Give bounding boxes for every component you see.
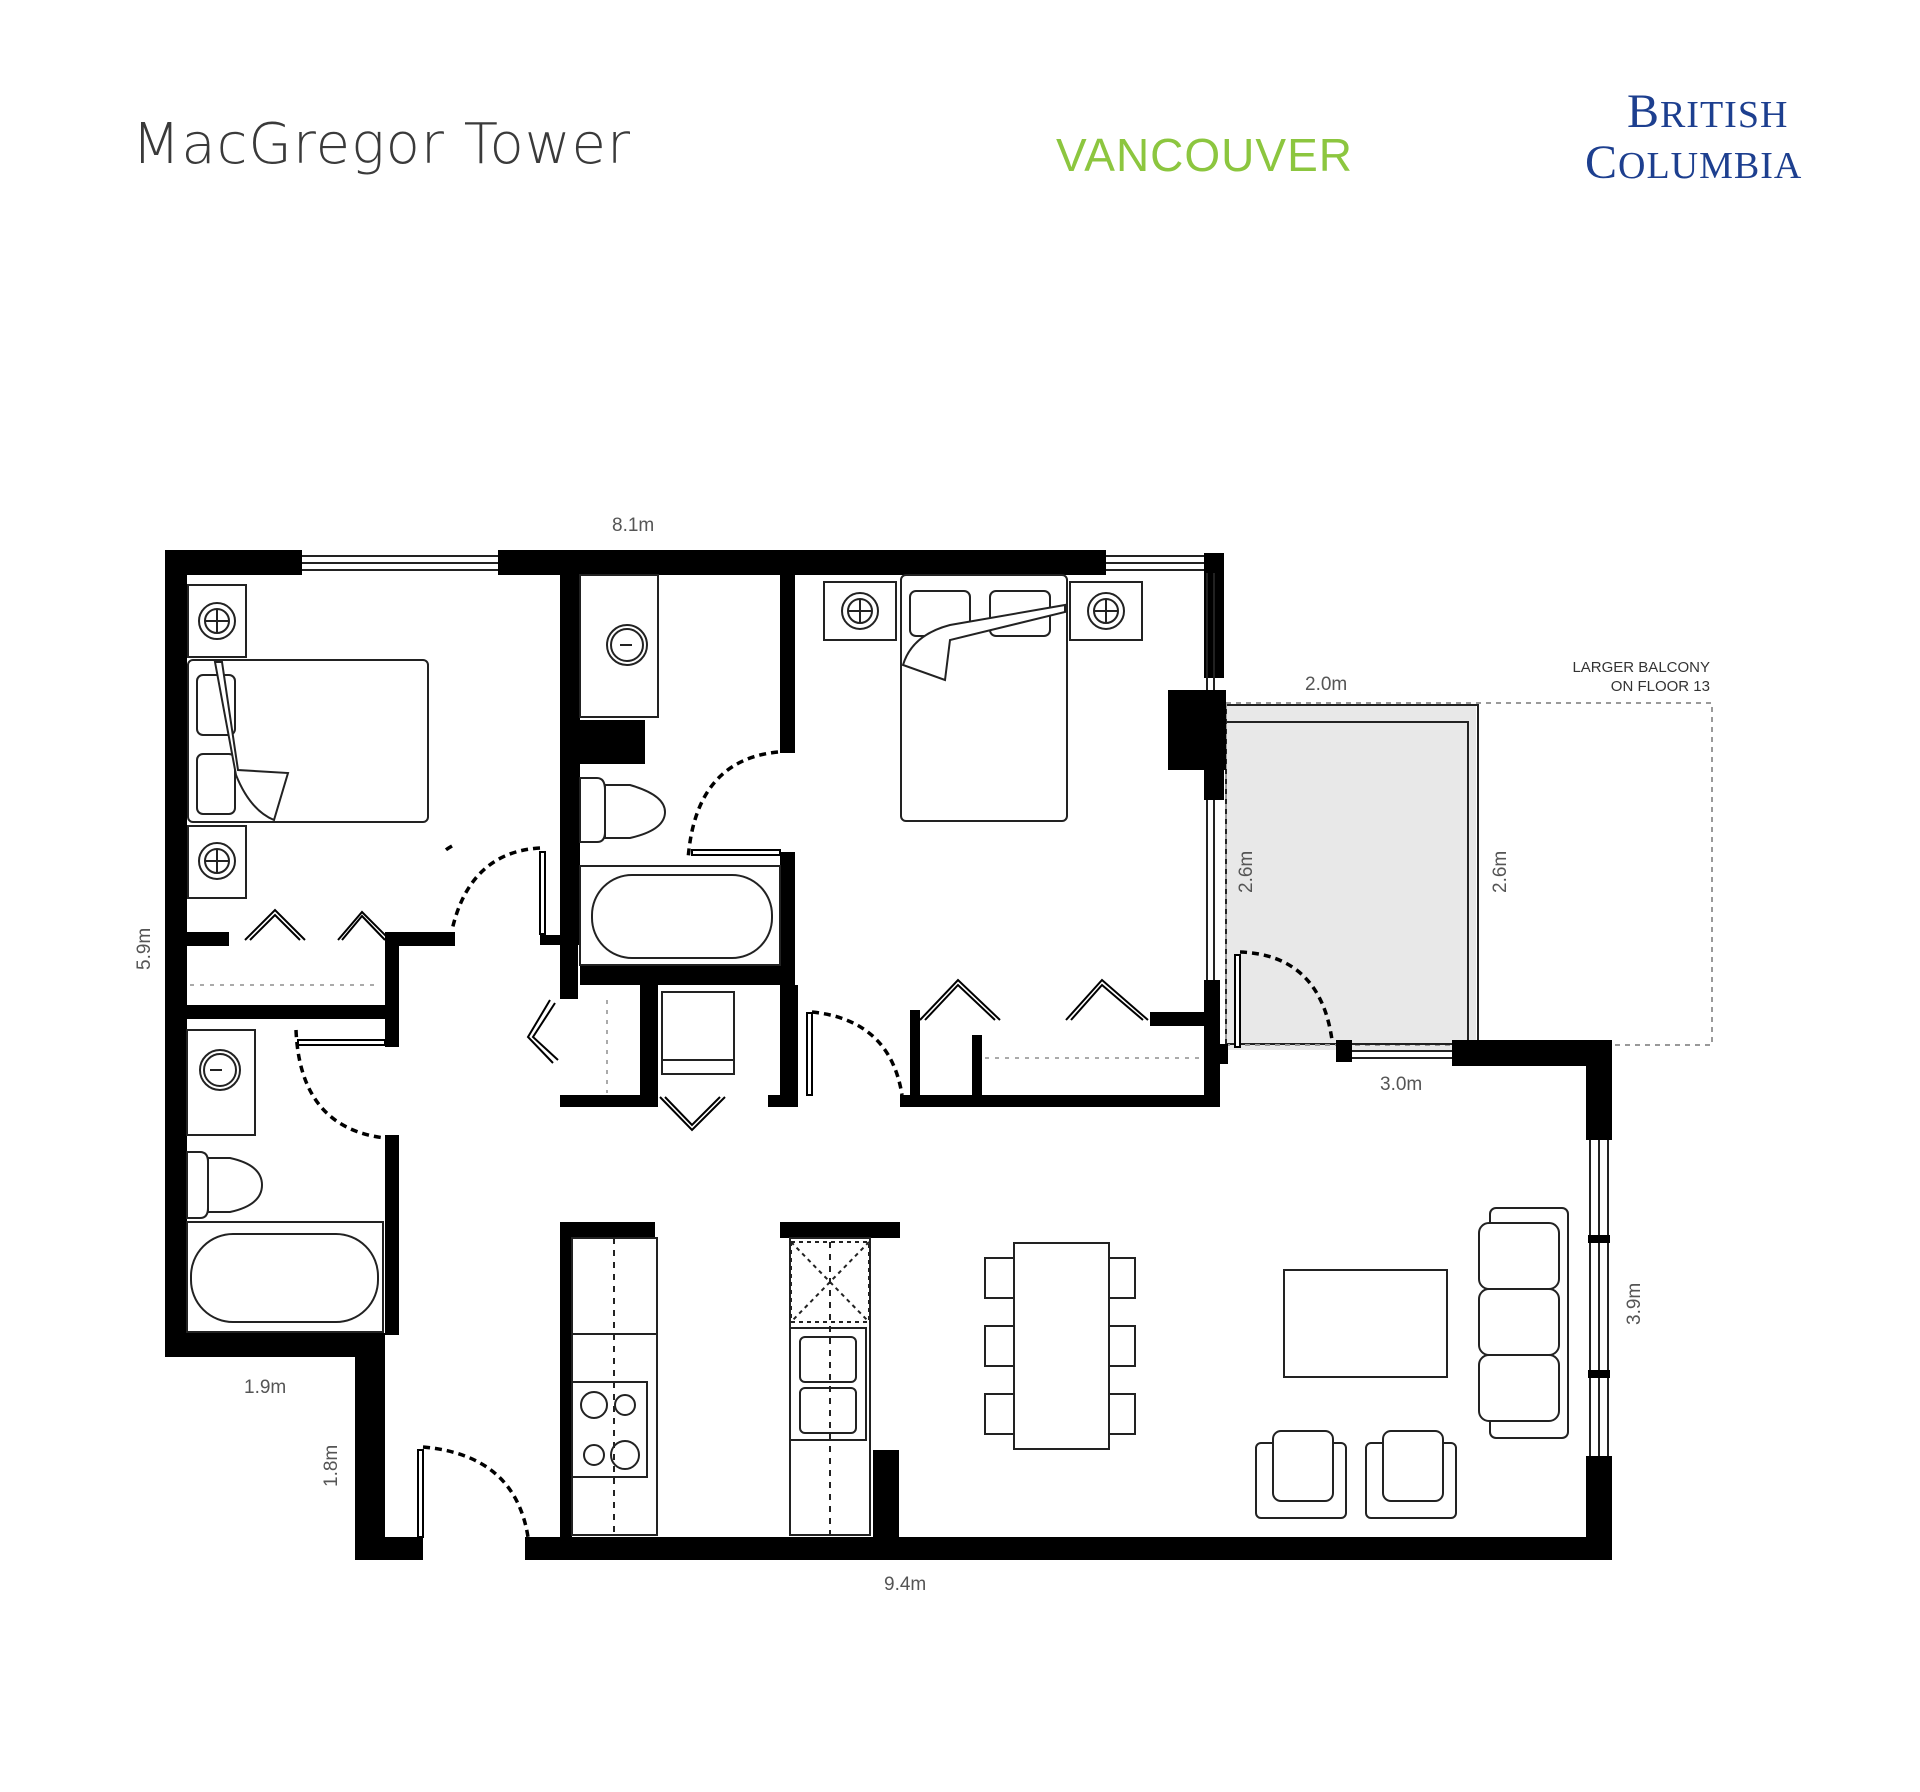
balcony [1225, 702, 1713, 1050]
dimension-left-height: 5.9m [134, 928, 155, 970]
logo-line-2: COLUMBIA [1585, 136, 1803, 189]
counter-edges [613, 1238, 831, 1535]
balcony-note-line-2: ON FLOOR 13 [1611, 678, 1710, 695]
bedroom-2-furniture [187, 584, 429, 899]
dining-set [984, 1242, 1136, 1450]
balcony-note-line-1: LARGER BALCONY [1572, 659, 1710, 676]
british-columbia-logo: BRITISH COLUMBIA [1585, 88, 1802, 190]
windows [302, 555, 1609, 1456]
walls [165, 550, 1612, 1560]
dimension-entry-height: 1.8m [321, 1445, 342, 1487]
building-name: MacGregor Tower [132, 112, 631, 177]
dimension-balcony-width: 2.0m [1305, 674, 1347, 695]
ensuite-fixtures [579, 574, 781, 1075]
living-set [1255, 1207, 1569, 1519]
closet-rods [190, 984, 1200, 1093]
dimension-entry-width: 1.9m [244, 1377, 286, 1398]
dimension-bottom-width: 9.4m [884, 1574, 926, 1595]
dimension-balcony-depth-outer: 2.6m [1490, 851, 1511, 893]
bifold-doors [244, 908, 1149, 1132]
dimension-top-width: 8.1m [612, 515, 654, 536]
door-swings [294, 750, 1334, 1538]
master-bedroom-furniture [823, 574, 1143, 822]
city-label: VANCOUVER [1056, 129, 1353, 181]
dimension-living-right: 3.9m [1624, 1283, 1645, 1325]
main-bath-fixtures [186, 1029, 384, 1333]
dimension-living-top: 3.0m [1380, 1074, 1422, 1095]
door-leaves [297, 849, 1241, 1538]
kitchen-fixtures [571, 1237, 871, 1536]
dimension-balcony-depth-inner: 2.6m [1236, 851, 1257, 893]
logo-line-1: BRITISH [1626, 85, 1789, 138]
